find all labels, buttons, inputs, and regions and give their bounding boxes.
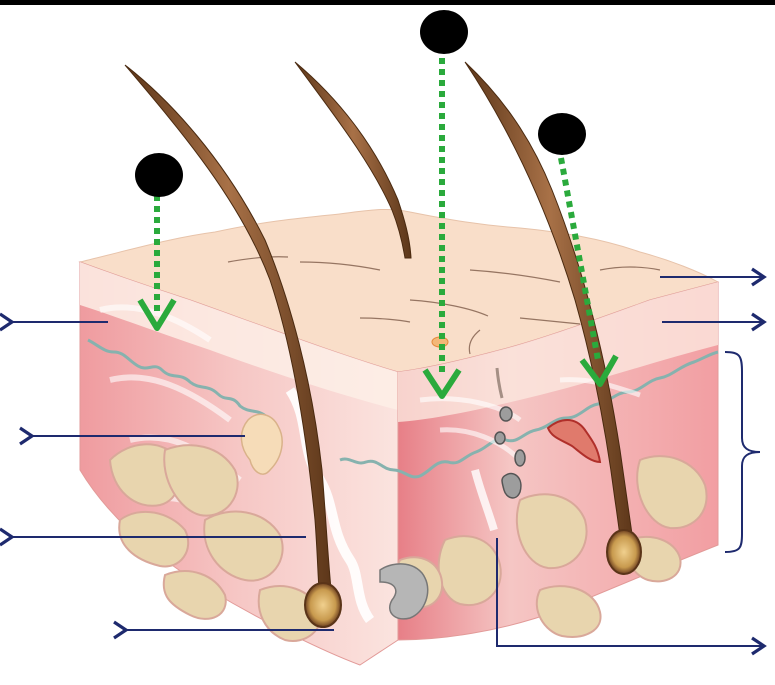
black-dot-icon — [538, 113, 586, 155]
black-dot-icon — [135, 153, 183, 197]
hair-bulb-right — [607, 530, 641, 574]
black-dot-icon — [420, 10, 468, 54]
hair-bulb-left — [305, 583, 341, 627]
right-curly-bracket — [725, 352, 760, 552]
